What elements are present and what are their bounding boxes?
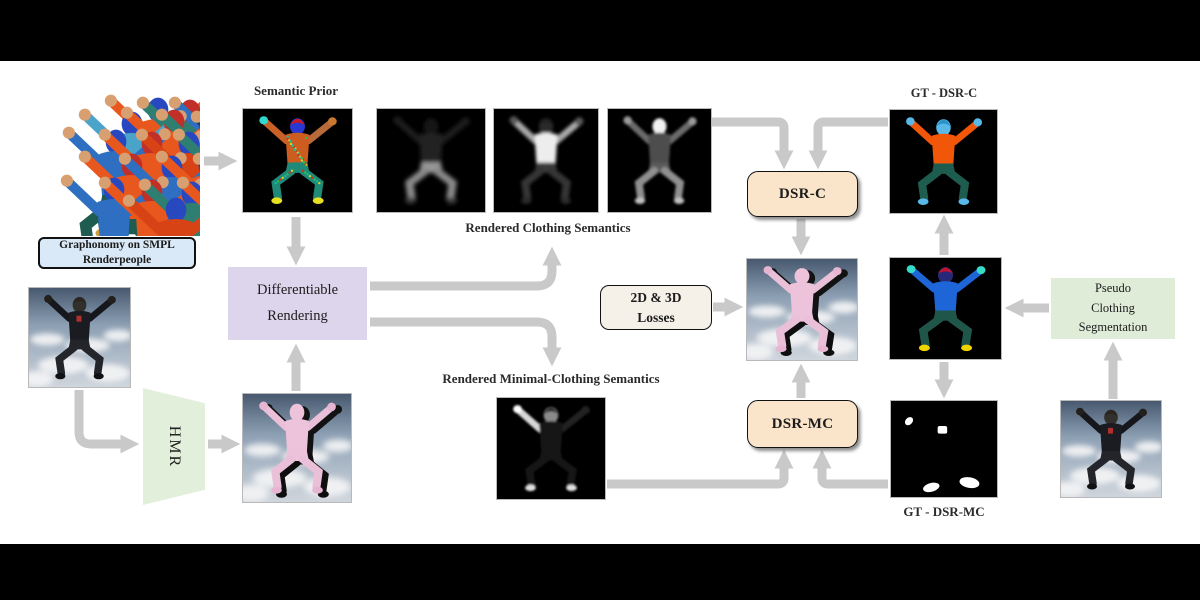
- dr-line1: Differentiable: [256, 282, 339, 299]
- gt-dsr-mc-image: [890, 400, 998, 498]
- dsr-c-box: DSR-C: [747, 171, 858, 217]
- pseudo-line1: Pseudo: [1094, 281, 1132, 296]
- renderpeople-crowd-image: [28, 84, 200, 236]
- dsr-c-label: DSR-C: [778, 185, 827, 202]
- input-photo-image: [28, 287, 131, 388]
- gt-dsr-c-label: GT - DSR-C: [910, 86, 978, 100]
- pseudo-line2: Clothing: [1091, 300, 1135, 315]
- rendered-clothing-semantics-label: Rendered Clothing Semantics: [465, 220, 631, 235]
- losses-line1: 2D & 3D: [630, 289, 682, 305]
- semantic-prior-label: Semantic Prior: [253, 83, 339, 98]
- rendered-clothing-channel3-image: [607, 108, 712, 213]
- semantic-prior-image: [242, 108, 353, 213]
- graphonomy-line2: Renderpeople: [82, 254, 152, 266]
- gt-dsr-c-image: [889, 109, 998, 214]
- gt-dsr-mc-label: GT - DSR-MC: [903, 504, 985, 519]
- dr-line2: Rendering: [267, 307, 328, 324]
- dsr-mc-box: DSR-MC: [747, 400, 858, 448]
- rendered-clothing-channel1-image: [376, 108, 486, 213]
- graphonomy-line1: Graphonomy on SMPL: [59, 239, 175, 252]
- dsr-mc-label: DSR-MC: [771, 415, 834, 432]
- losses-line2: Losses: [637, 309, 675, 325]
- input-photo-image-right: [1060, 400, 1162, 498]
- rendered-minimal-clothing-image: [496, 397, 606, 500]
- pseudo-clothing-segmentation-box: Pseudo Clothing Segmentation: [1051, 278, 1175, 339]
- clothing-segmentation-image: [889, 257, 1002, 360]
- 2d-3d-losses-box: 2D & 3D Losses: [600, 285, 712, 330]
- hmr-body-estimate-image: [242, 393, 352, 503]
- rendered-clothing-channel2-image: [493, 108, 599, 213]
- hmr-label: HMR: [165, 425, 183, 468]
- fitted-body-image: [746, 258, 858, 361]
- rendered-minimal-clothing-semantics-label: Rendered Minimal-Clothing Semantics: [442, 371, 660, 386]
- differentiable-rendering-box: Differentiable Rendering: [228, 267, 367, 340]
- hmr-encoder-box: HMR: [143, 388, 205, 505]
- graphonomy-smpl-renderpeople-box: Graphonomy on SMPL Renderpeople: [38, 237, 196, 269]
- pseudo-line3: Segmentation: [1078, 320, 1148, 335]
